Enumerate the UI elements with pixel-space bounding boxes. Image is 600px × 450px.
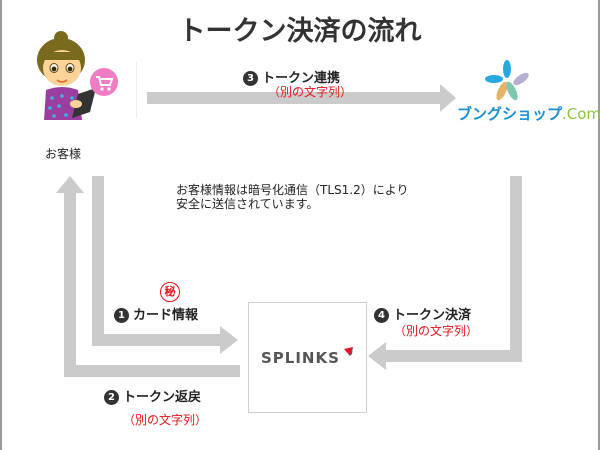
shop-logo-text: ブングショップ.Com [457, 103, 600, 124]
security-note: お客様情報は暗号化通信（TLS1.2）により 安全に送信されています。 [176, 183, 408, 211]
shop-name: ブングショップ [457, 105, 563, 123]
step-2-number: 2 [104, 390, 119, 405]
shop-logo: ブングショップ.Com [457, 55, 600, 135]
step-1-number: 1 [114, 308, 129, 323]
step-3-sub: （別の文字列） [268, 85, 353, 99]
divider-line [136, 62, 137, 118]
woman-with-tablet-icon [37, 31, 96, 120]
step-4-number: 4 [374, 308, 389, 323]
diagram-title: トークン決済の流れ [178, 16, 422, 47]
step-4-label: 4 トークン決済 [374, 304, 471, 323]
step-1-text: カード情報 [133, 308, 199, 323]
shop-domain: .Com [562, 105, 600, 123]
step-2-label: 2 トークン返戻 [104, 386, 201, 405]
security-note-line-2: 安全に送信されています。 [176, 197, 319, 211]
security-note-line-1: お客様情報は暗号化通信（TLS1.2）により [176, 183, 409, 197]
step-3-text: トークン連携 [262, 71, 341, 86]
splinks-box: SPLINKS [248, 302, 367, 413]
splinks-logo-text: SPLINKS [261, 349, 340, 367]
arrow-step-2 [56, 176, 240, 377]
arrow-step-3 [147, 84, 456, 112]
step-4-text: トークン決済 [393, 308, 472, 323]
customer-illustration [32, 28, 132, 138]
step-1-label: 1 カード情報 [114, 304, 198, 323]
flower-logo-icon [485, 60, 529, 101]
customer-label: お客様 [45, 147, 82, 161]
secret-badge: 秘 [160, 282, 180, 302]
arrow-step-1 [92, 176, 238, 354]
splinks-logo-icon [344, 347, 353, 356]
step-3-number: 3 [243, 71, 258, 86]
step-3-label: 3 トークン連携 [243, 67, 340, 86]
step-4-sub: （別の文字列） [394, 324, 479, 338]
step-2-sub: （別の文字列） [123, 413, 208, 427]
arrow-step-4 [368, 176, 522, 370]
step-2-text: トークン返戻 [123, 390, 202, 405]
shopping-cart-icon [90, 68, 118, 96]
